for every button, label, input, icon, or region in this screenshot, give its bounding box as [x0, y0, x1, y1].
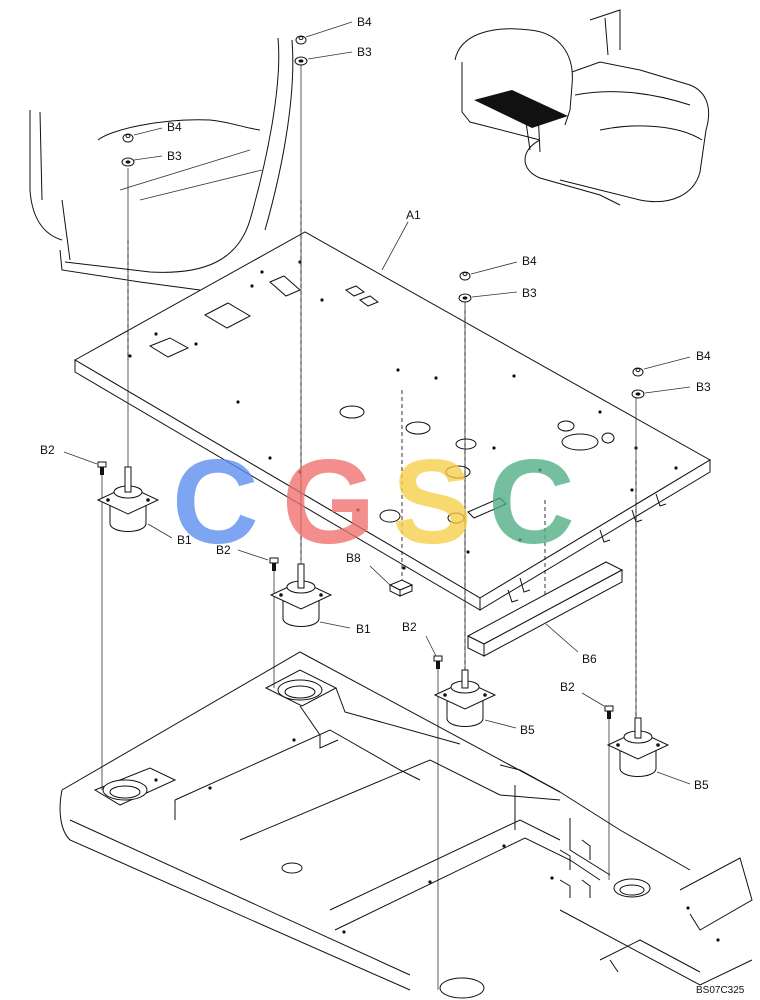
watermark-letter: C — [172, 435, 259, 569]
label-b3: B3 — [167, 149, 182, 163]
label-b1: B1 — [356, 622, 371, 636]
label-b4: B4 — [696, 349, 711, 363]
label-b1: B1 — [177, 533, 192, 547]
label-b3: B3 — [522, 286, 537, 300]
label-b2: B2 — [216, 543, 231, 557]
label-b3: B3 — [696, 380, 711, 394]
watermark-letter: S — [392, 435, 472, 569]
label-b2: B2 — [40, 443, 55, 457]
operator-seat — [454, 9, 710, 206]
watermark: C G S C — [172, 435, 575, 569]
bar-b6 — [466, 561, 624, 657]
bolt-b2-1 — [97, 461, 107, 475]
nut-b4-1 — [122, 133, 134, 143]
label-b2: B2 — [560, 680, 575, 694]
assembly-lines — [101, 64, 637, 990]
label-b5: B5 — [694, 778, 709, 792]
mount-b5-2 — [606, 717, 670, 777]
label-b2: B2 — [402, 620, 417, 634]
leader-lines — [63, 21, 691, 785]
nut-b4-4 — [632, 367, 644, 377]
label-b4: B4 — [167, 120, 182, 134]
label-b6: B6 — [582, 652, 597, 666]
washer-b3-3 — [458, 293, 472, 303]
floor-plate-a1 — [73, 231, 711, 611]
plate-holes — [128, 260, 678, 570]
cab-body-outline — [29, 37, 294, 291]
lower-frame — [59, 651, 753, 999]
watermark-letter: G — [282, 435, 375, 569]
label-b4: B4 — [357, 15, 372, 29]
label-b4: B4 — [522, 254, 537, 268]
label-b3: B3 — [357, 45, 372, 59]
mount-b5-1 — [433, 669, 497, 727]
callout-labels: B4 B3 B4 B3 A1 B4 B3 B4 B3 B2 B1 B2 B8 B… — [40, 15, 711, 792]
washer-b3-4 — [631, 389, 645, 399]
bolt-b2-3 — [433, 655, 443, 669]
bolt-b2-2 — [269, 557, 279, 571]
label-a1: A1 — [406, 208, 421, 222]
label-b8: B8 — [346, 551, 361, 565]
bolt-b2-4 — [604, 705, 614, 719]
mount-b1-2 — [269, 563, 333, 627]
block-b8 — [388, 579, 414, 597]
watermark-letter: C — [488, 435, 575, 569]
mount-b1-1 — [96, 466, 160, 532]
drawing-code: BS07C325 — [696, 985, 745, 996]
washer-b3-2 — [294, 56, 308, 66]
label-b5: B5 — [520, 723, 535, 737]
nut-b4-2 — [295, 35, 307, 45]
washer-b3-1 — [121, 157, 135, 167]
nut-b4-3 — [459, 271, 471, 281]
